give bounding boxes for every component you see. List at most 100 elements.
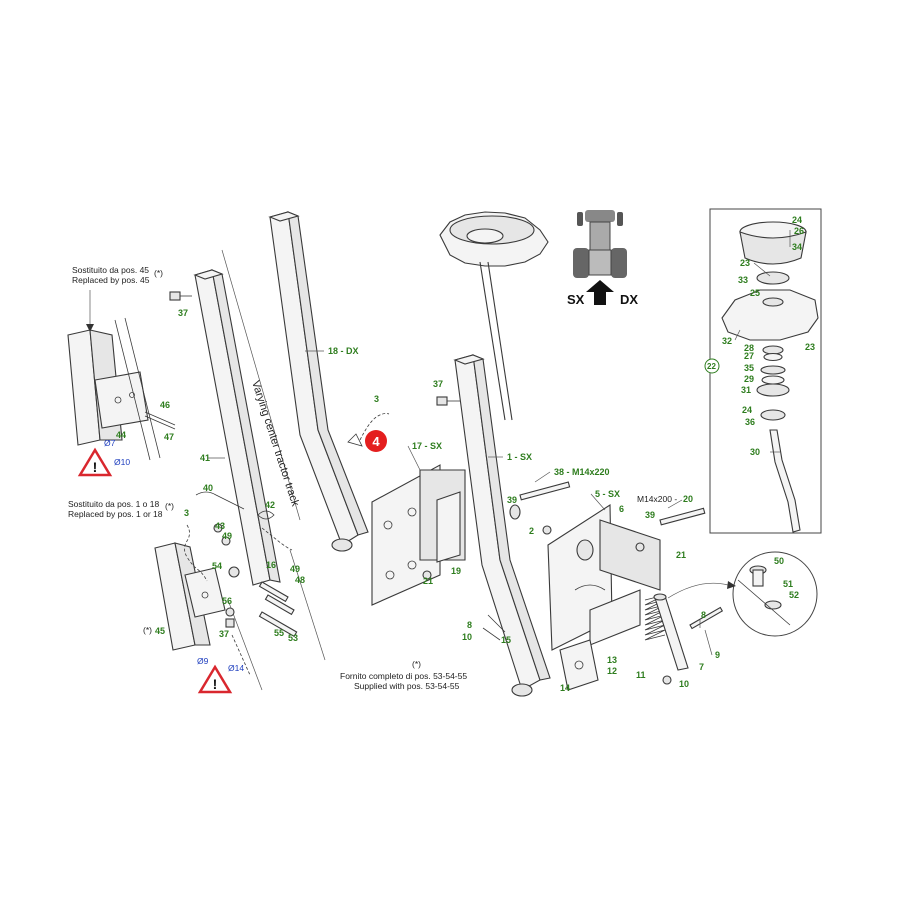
dx-label: DX	[620, 292, 638, 307]
chain-14	[231, 634, 251, 676]
direction-arrow-icon	[586, 280, 614, 305]
note-asterisk: (*)	[154, 268, 163, 278]
part-label: 3	[184, 508, 189, 518]
part-label: 14	[560, 683, 570, 693]
part-label: 21	[423, 576, 433, 586]
part-label: 39	[507, 495, 517, 505]
part-label: 37	[178, 308, 188, 318]
note-asterisk: (*)	[165, 501, 174, 511]
part-label: 47	[164, 432, 174, 442]
arrow-head	[727, 581, 736, 589]
part-label: 51	[783, 579, 793, 589]
part-label: 13	[607, 655, 617, 665]
cup-34	[739, 221, 807, 265]
group-marker	[704, 358, 720, 374]
bracket-45	[154, 542, 226, 651]
part-label: 7	[699, 662, 704, 672]
part-label: 2	[529, 526, 534, 536]
part-label: 46	[160, 400, 170, 410]
arrow-head	[86, 324, 94, 332]
part-label: 41	[200, 453, 210, 463]
chain-3	[184, 524, 208, 582]
plate-13	[559, 639, 599, 691]
part-label: 49	[290, 564, 300, 574]
part-label: 26	[794, 226, 804, 236]
arm-18	[268, 211, 369, 552]
bracket-5	[547, 504, 661, 651]
track-line	[221, 249, 301, 521]
part-label: 37	[433, 379, 443, 389]
part-label: 39	[645, 510, 655, 520]
washer-39	[509, 504, 521, 520]
bracket-17	[371, 464, 466, 606]
note-replaced-it: Sostituito da pos. 45	[72, 265, 149, 275]
part-label: 3	[374, 394, 379, 404]
note-asterisk: (*)	[143, 625, 152, 635]
note-replaced2-en: Replaced by pos. 1 or 18	[68, 509, 163, 519]
part-label: 9	[715, 650, 720, 660]
part-label: 10	[679, 679, 689, 689]
pin-40	[195, 491, 245, 510]
bolt-37	[169, 291, 192, 301]
part-label: 12	[607, 666, 617, 676]
part-label: 48	[295, 575, 305, 585]
diameter-10: Ø10	[114, 457, 130, 467]
part-label: 38 - M14x220	[554, 467, 610, 477]
part-label: 18 - DX	[328, 346, 359, 356]
part-label: 23	[805, 342, 815, 352]
part-label: 17 - SX	[412, 441, 442, 451]
sx-label: SX	[567, 292, 585, 307]
part-label: 56	[222, 596, 232, 606]
bearing-stack	[756, 345, 790, 421]
part-label: 5 - SX	[595, 489, 620, 499]
part-label: 40	[203, 483, 213, 493]
callout-badge	[365, 430, 387, 452]
part-label: 31	[741, 385, 751, 395]
part-label: 43	[215, 521, 225, 531]
shaft-30	[769, 429, 801, 533]
arm-41	[193, 269, 281, 586]
part-label: 49	[222, 531, 232, 541]
part-label: 34	[792, 242, 802, 252]
part-label: 19	[451, 566, 461, 576]
note-replaced-en: Replaced by pos. 45	[72, 275, 150, 285]
old-bracket-44	[67, 317, 161, 461]
part-label: 50	[774, 556, 784, 566]
part-label: 29	[744, 374, 754, 384]
diameter-14: Ø14	[228, 663, 244, 673]
diameter-7: Ø7	[104, 438, 116, 448]
note-supplied-it: Fornito completo di pos. 53-54-55	[340, 671, 467, 681]
part-label: 8	[467, 620, 472, 630]
part-label: 28	[744, 343, 754, 353]
part-label: 10	[462, 632, 472, 642]
leader	[667, 582, 729, 599]
part-label: 15	[501, 635, 511, 645]
tractor-icon	[573, 210, 627, 278]
star-disc-32	[721, 271, 819, 341]
clip-42	[257, 510, 293, 551]
pin-detail	[737, 565, 791, 626]
bolt-38	[519, 481, 571, 501]
washer-43	[213, 523, 223, 533]
part-label: 30	[750, 447, 760, 457]
chain-3b	[347, 413, 390, 447]
part-label: 23	[740, 258, 750, 268]
part-label: 25	[750, 288, 760, 298]
part-label: 36	[745, 417, 755, 427]
part-label: 11	[636, 670, 646, 680]
label-leaders	[208, 230, 791, 656]
size-m14x200: M14x200 -	[637, 494, 677, 504]
part-label: 16	[266, 560, 276, 570]
nut-54	[228, 566, 240, 578]
callout-4: 4	[372, 434, 380, 449]
rod-7	[653, 593, 689, 671]
part-label: 35	[744, 363, 754, 373]
part-label: 1 - SX	[507, 452, 532, 462]
part-label: 37	[219, 629, 229, 639]
pin-15	[482, 614, 506, 641]
nut-49	[221, 536, 231, 546]
part-label: 42	[265, 500, 275, 510]
part-label: 45	[155, 626, 165, 636]
svg-text:!: !	[213, 676, 218, 692]
